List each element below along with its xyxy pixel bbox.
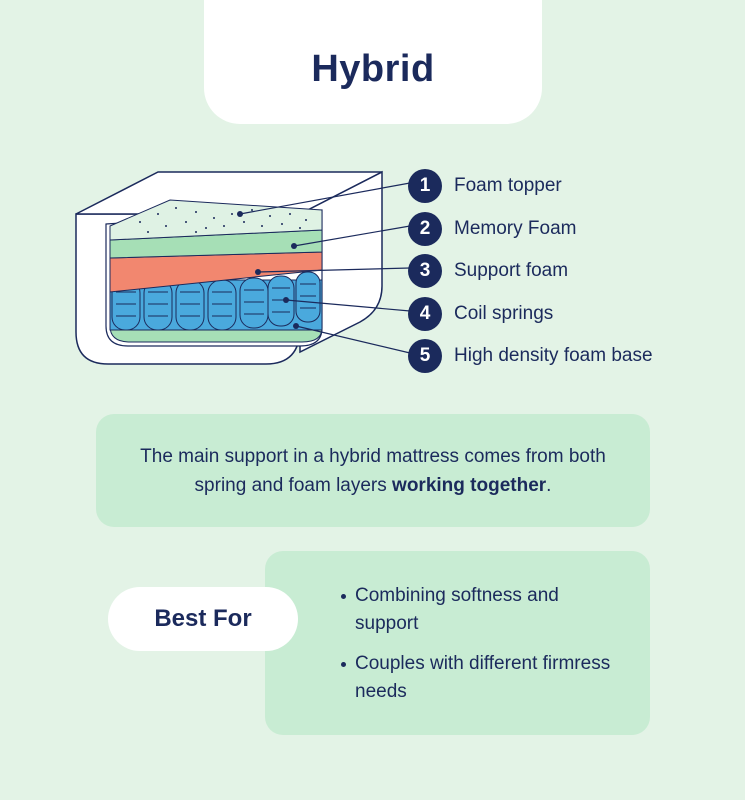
legend-item: 2 Memory Foam: [408, 208, 738, 251]
layer-label: Memory Foam: [454, 217, 577, 239]
leader-lines: [239, 182, 411, 354]
info-text-main: The main support in a hybrid mattress co…: [140, 445, 606, 496]
layer-number-badge: 1: [408, 169, 442, 204]
info-text: The main support in a hybrid mattress co…: [128, 442, 618, 500]
best-for-panel: [265, 551, 650, 735]
layer-number-badge: 2: [408, 211, 442, 246]
mattress-diagram: [75, 170, 411, 365]
topper-dots: [139, 207, 307, 233]
layer-label: Foam topper: [454, 175, 562, 197]
layer-label: Support foam: [454, 260, 569, 282]
list-item: Combining softness and support: [340, 582, 620, 638]
layer-label: Coil springs: [454, 302, 554, 324]
info-box: The main support in a hybrid mattress co…: [96, 414, 650, 527]
page-title: Hybrid: [311, 47, 435, 90]
leader-dots: [237, 211, 299, 329]
layer-label: High density foam base: [454, 345, 653, 367]
legend-item: 1 Foam topper: [408, 165, 738, 208]
info-text-bold: working together: [392, 474, 547, 496]
list-item: Couples with different firmress needs: [340, 650, 620, 706]
layer-legend: 1 Foam topper 2 Memory Foam 3 Support fo…: [408, 165, 738, 378]
foam-topper-layer: [109, 199, 323, 241]
legend-item: 4 Coil springs: [408, 293, 738, 336]
legend-item: 5 High density foam base: [408, 335, 738, 378]
layer-number-badge: 5: [408, 339, 442, 374]
legend-item: 3 Support foam: [408, 250, 738, 293]
best-for-pill: Best For: [108, 587, 298, 651]
layer-number-badge: 3: [408, 254, 442, 289]
best-for-list: Combining softness and support Couples w…: [340, 582, 620, 718]
info-text-end: .: [546, 474, 552, 496]
title-card: Hybrid: [204, 0, 542, 124]
layer-number-badge: 4: [408, 296, 442, 331]
best-for-label: Best For: [154, 605, 252, 632]
